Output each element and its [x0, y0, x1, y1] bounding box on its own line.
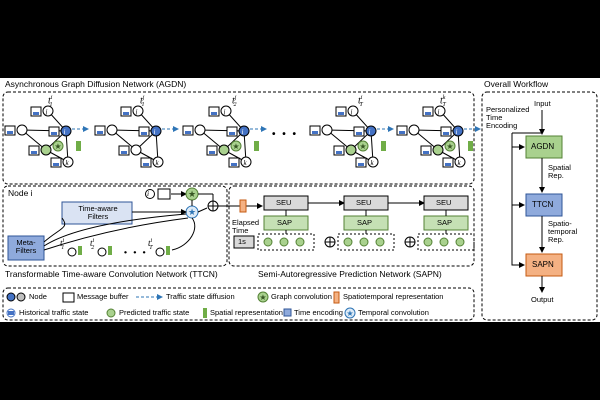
sapn-panel	[228, 185, 475, 267]
svg-text:j: j	[437, 108, 440, 116]
svg-text:★: ★	[232, 142, 239, 151]
workflow-title: Overall Workflow	[484, 79, 549, 89]
svg-text:★: ★	[54, 142, 61, 151]
agdn-time-label-5: tkT	[440, 95, 446, 109]
legend-glyphs: ★ ★	[6, 291, 356, 319]
elapsed-unit-label: 1s	[238, 237, 246, 246]
sapn-stage-3	[417, 195, 475, 251]
svg-text:★: ★	[359, 142, 366, 151]
time-aware-filters-box	[61, 201, 133, 225]
elapsed-unit-box	[233, 235, 255, 249]
ttcn-node-i	[145, 189, 155, 199]
ttcn-title: Transformable Time-aware Convolution Net…	[5, 269, 218, 279]
workflow-agdn-box	[525, 135, 563, 159]
ttcn-ellipsis: • • •	[124, 247, 148, 257]
workflow-ttcn-label: TTCN	[532, 200, 554, 209]
legend-graph-conv: Graph convolution	[271, 292, 332, 301]
workflow-spatiotemporal: Spatio- temporal Rep.	[548, 219, 578, 244]
agdn-time-label-3: tj2	[232, 95, 237, 109]
agdn-graph-3: i j k ★	[182, 105, 267, 168]
agdn-graph-1: i j k ★	[4, 105, 89, 168]
svg-text:★: ★	[446, 142, 453, 151]
svg-text:i: i	[456, 128, 458, 136]
svg-text:★: ★	[188, 189, 196, 199]
agdn-title: Asynchronous Graph Diffusion Network (AG…	[5, 79, 187, 89]
ttcn-time-label-1: ti1	[60, 238, 65, 251]
ttcn-panel	[2, 185, 228, 267]
svg-text:k: k	[156, 159, 160, 167]
sapn-title: Semi-Autoregressive Prediction Network (…	[258, 269, 442, 279]
meta-filters-box	[7, 235, 45, 261]
agdn-time-label-4: tiT	[358, 95, 363, 109]
seu-label-3: SEU	[436, 198, 452, 207]
workflow-output: Output	[531, 295, 554, 304]
agdn-time-label-1: ti1	[48, 95, 53, 109]
time-aware-filters-label: Time-aware Filters	[78, 204, 118, 221]
workflow-agdn-label: AGDN	[531, 142, 555, 151]
legend-pred: Predicted traffic state	[119, 308, 190, 317]
svg-text:★: ★	[346, 309, 353, 318]
svg-text:i: i	[64, 128, 66, 136]
ttcn-node-symbol: i	[147, 189, 150, 198]
meta-filters-label: Meta- Filters	[15, 238, 37, 255]
svg-text:j: j	[45, 108, 48, 116]
sap-label-3: SAP	[437, 218, 453, 227]
svg-text:k: k	[244, 159, 248, 167]
svg-text:j: j	[135, 108, 138, 116]
workflow-panel	[481, 91, 598, 321]
agdn-ellipsis: • • •	[272, 129, 299, 140]
st-rep-icon	[239, 199, 247, 213]
agdn-panel	[2, 91, 475, 185]
workflow-ttcn-box	[525, 193, 563, 217]
ttcn-timeline	[67, 246, 170, 257]
legend-diffusion: Traffic state diffusion	[166, 292, 235, 301]
svg-text:i: i	[369, 128, 371, 136]
workflow-sapn-label: SAPN	[532, 260, 554, 269]
svg-text:i: i	[242, 128, 244, 136]
sap-label-1: SAP	[277, 218, 293, 227]
legend-node: Node	[29, 292, 47, 301]
seu-label-2: SEU	[356, 198, 372, 207]
sapn-stage-2	[337, 195, 425, 251]
agdn-graph-2: i j k	[94, 105, 179, 168]
legend-temp-conv: Temporal convolution	[358, 308, 429, 317]
svg-text:k: k	[66, 159, 70, 167]
legend-st-rep: Spatiotemporal representation	[343, 292, 444, 301]
svg-text:k: k	[371, 159, 375, 167]
svg-text:★: ★	[259, 293, 266, 302]
legend-time-enc: Time encoding	[294, 308, 343, 317]
legend-buffer: Message buffer	[77, 292, 129, 301]
workflow-input: Input	[534, 99, 551, 108]
ttcn-time-label-3: tiT	[148, 238, 153, 251]
elapsed-time-label: Elapsed Time	[232, 218, 260, 235]
agdn-time-label-2: tj1	[140, 95, 145, 109]
legend-hist: Historical traffic state	[19, 308, 89, 317]
workflow-sapn-box	[525, 253, 563, 277]
sapn-stage-1	[257, 195, 345, 251]
seu-label-1: SEU	[276, 198, 292, 207]
agdn-graph-5: i j k ★	[396, 105, 481, 168]
svg-text:k: k	[458, 159, 462, 167]
svg-text:★: ★	[188, 207, 196, 217]
legend-spatial-rep: Spatial representation	[210, 308, 283, 317]
workflow-spatial: Spatial Rep.	[548, 163, 571, 180]
svg-text:j: j	[350, 108, 353, 116]
svg-text:i: i	[154, 128, 156, 136]
agdn-graph-4: i j k ★	[309, 105, 394, 168]
legend-panel	[2, 287, 475, 321]
ttcn-buffer	[157, 188, 171, 200]
sap-label-2: SAP	[357, 218, 373, 227]
sapn-blocks	[257, 195, 475, 251]
ttcn-time-label-2: ti2	[90, 238, 95, 251]
workflow-personalized: Personalized Time Encoding	[486, 105, 530, 130]
svg-text:j: j	[223, 108, 226, 116]
ttcn-node-label: Node i	[8, 188, 33, 198]
